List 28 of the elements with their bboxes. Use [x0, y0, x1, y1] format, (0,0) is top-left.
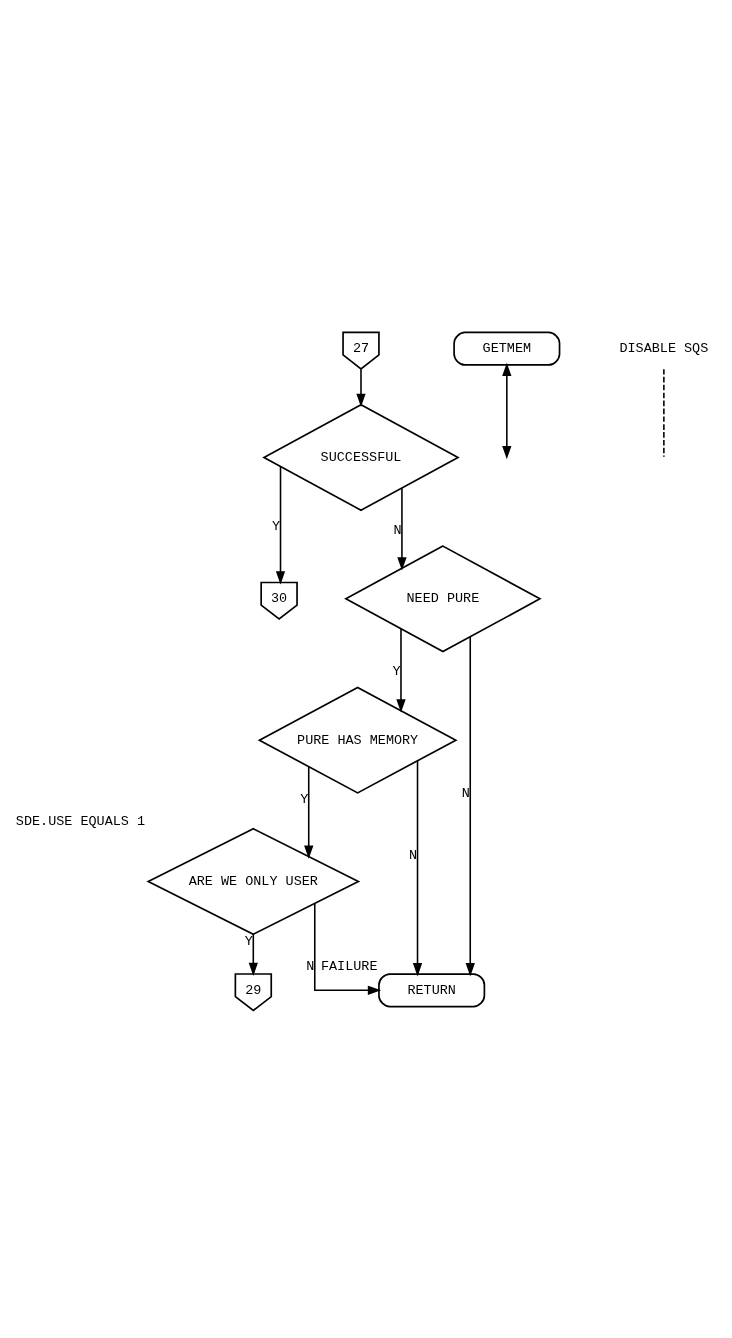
- node-text: DISABLE SQS: [619, 340, 709, 356]
- edge-label: N: [409, 847, 418, 863]
- node-diamond: NEED PURE: [344, 544, 542, 652]
- edge-label: N: [393, 522, 402, 538]
- arrow: [502, 362, 512, 459]
- connector: [663, 367, 665, 458]
- arrow: [412, 759, 423, 976]
- node-diamond: SUCCESSFUL: [262, 403, 460, 511]
- node-diamond: ARE WE ONLY USER: [146, 827, 361, 935]
- edge-label: Y: [271, 518, 281, 534]
- node-label: FAILURE: [320, 958, 378, 974]
- edge-label: N: [461, 785, 470, 800]
- arrow: [248, 933, 258, 976]
- arrow: [465, 635, 475, 976]
- node-label: SDE.USE EQUALS 1: [15, 813, 146, 829]
- edge-label: Y: [392, 663, 401, 679]
- node-box: RETURN: [378, 972, 486, 1007]
- arrow: [397, 486, 407, 571]
- arrow: [356, 367, 366, 407]
- arrow: [314, 902, 382, 995]
- edge-label: Y: [244, 933, 253, 949]
- node-diamond: PURE HAS MEMORY: [257, 686, 458, 794]
- arrow: [304, 765, 314, 859]
- node-box: GETMEM: [453, 331, 561, 366]
- edge-label: N: [306, 958, 315, 974]
- edge-label: Y: [300, 791, 309, 807]
- arrow: [396, 627, 406, 713]
- arrow: [275, 465, 286, 585]
